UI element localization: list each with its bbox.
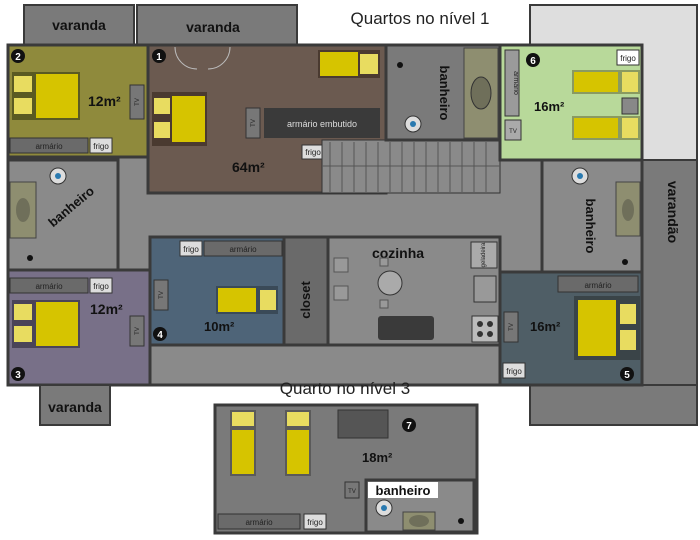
tv-room-3: TV — [135, 327, 141, 335]
tv-room-1: TV — [251, 119, 257, 127]
kitchen-label: cozinha — [372, 245, 424, 261]
bed-room-6-a — [572, 70, 640, 94]
room-6 — [498, 43, 644, 162]
wardrobe-room-3: armário — [35, 282, 63, 291]
wardrobe-room-4: armário — [229, 245, 257, 254]
balcony-top-left-label: varanda — [52, 17, 106, 33]
bed-room-7-b — [285, 410, 311, 476]
area-room-2: 12m² — [88, 93, 121, 109]
bed-room-1-top — [318, 50, 380, 78]
fridge-room-4: frigo — [183, 245, 199, 254]
wardrobe-room-6: armário — [512, 71, 519, 95]
number-room-3: 3 — [15, 370, 21, 381]
area-room-7: 18m² — [362, 450, 393, 465]
wardrobe-room-5: armário — [584, 281, 612, 290]
staircase — [321, 139, 501, 194]
varandao-lower — [639, 159, 698, 426]
number-room-6: 6 — [530, 56, 536, 67]
tv-room-7: TV — [348, 489, 356, 495]
tv-room-5: TV — [509, 323, 515, 331]
area-room-1: 64m² — [232, 159, 265, 175]
fridge-room-1: frigo — [305, 148, 321, 157]
tv-room-6: TV — [509, 129, 517, 135]
builtin-wardrobe: armário embutido — [287, 119, 357, 129]
tv-room-4: TV — [159, 291, 165, 299]
balcony-top-center-label: varanda — [186, 19, 240, 35]
balcony-top-center — [136, 4, 298, 46]
balcony-bottom-left — [39, 384, 111, 426]
bed-room-7-a — [230, 410, 256, 476]
heading-level-3: Quarto no nível 3 — [280, 379, 410, 398]
number-room-5: 5 — [624, 370, 630, 381]
number-room-4: 4 — [157, 330, 163, 341]
balcony-top-left — [23, 4, 135, 46]
refrigerator-label: geladeira — [481, 242, 487, 267]
bathroom-level-3-label: banheiro — [376, 483, 431, 498]
closet-label: closet — [298, 281, 313, 319]
area-room-3: 12m² — [90, 301, 123, 317]
heading-level-1: Quartos no nível 1 — [351, 9, 490, 28]
closet — [282, 235, 330, 347]
bathroom-top-label: banheiro — [437, 66, 452, 121]
wardrobe-room-2: armário — [35, 142, 63, 151]
fridge-room-5: frigo — [506, 367, 522, 376]
area-room-6: 16m² — [534, 99, 565, 114]
fridge-room-2: frigo — [93, 142, 109, 151]
tv-room-2: TV — [135, 98, 141, 106]
bed-room-5 — [574, 296, 640, 360]
area-room-4: 10m² — [204, 319, 235, 334]
wardrobe-room-7: armário — [245, 518, 273, 527]
fridge-room-3: frigo — [93, 282, 109, 291]
varandao-bottom — [529, 384, 698, 426]
number-room-7: 7 — [406, 421, 412, 432]
number-room-2: 2 — [15, 52, 21, 63]
bed-room-2 — [12, 72, 80, 120]
balcony-bottom-left-label: varanda — [48, 399, 102, 415]
bed-room-6-b — [572, 116, 640, 140]
bed-room-3 — [12, 300, 80, 348]
number-room-1: 1 — [156, 52, 162, 63]
fridge-room-7: frigo — [307, 518, 323, 527]
fridge-room-6: frigo — [620, 54, 636, 63]
bed-room-4 — [216, 286, 278, 314]
varandao-label: varandão — [665, 181, 681, 243]
area-room-5: 16m² — [530, 319, 561, 334]
bed-room-1 — [152, 92, 207, 146]
bathroom-right-label: banheiro — [583, 199, 598, 254]
